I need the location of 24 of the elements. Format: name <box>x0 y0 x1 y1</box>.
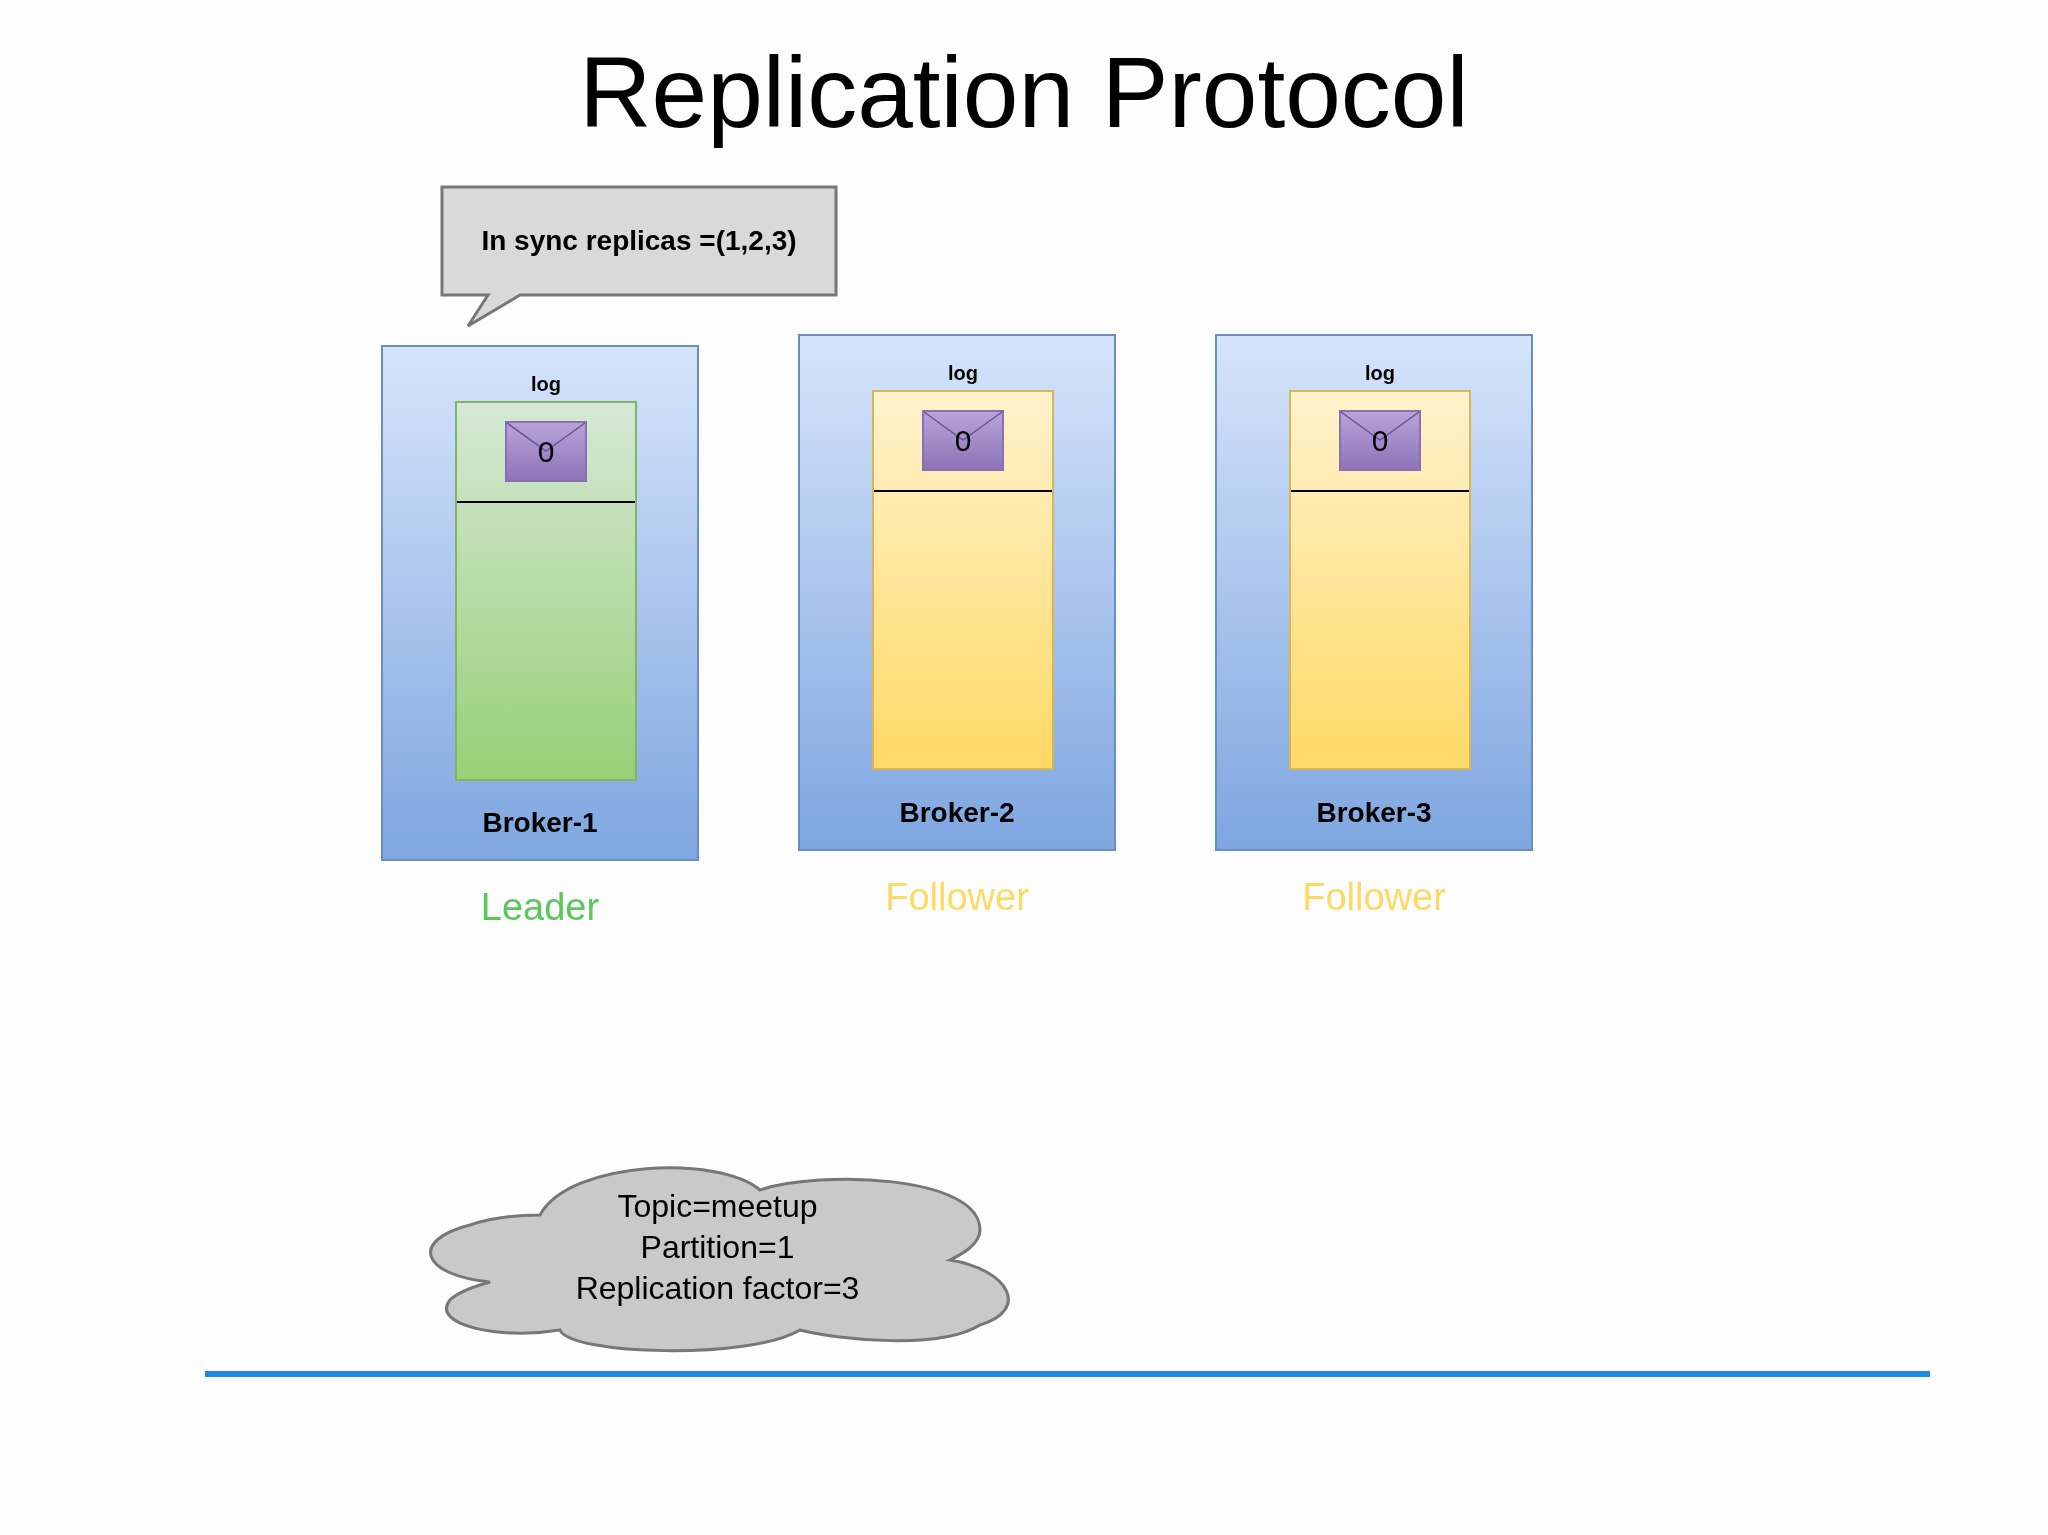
offset-number: 0 <box>1370 424 1390 458</box>
broker-name: Broker-2 <box>898 797 1016 829</box>
speech-bubble <box>440 185 838 328</box>
offset-number: 0 <box>953 424 973 458</box>
offset-number: 0 <box>536 435 556 469</box>
broker-box <box>1215 334 1533 851</box>
cloud-text: Replication factor=3 <box>574 1270 861 1307</box>
message-envelope <box>505 421 587 482</box>
log-label: log <box>1364 362 1396 385</box>
role-label: Follower <box>1301 876 1447 919</box>
broker-name: Broker-1 <box>481 807 599 839</box>
broker-box <box>798 334 1116 851</box>
broker-name: Broker-3 <box>1315 797 1433 829</box>
title: Replication Protocol <box>578 35 1470 150</box>
cloud-text: Topic=meetup <box>616 1188 819 1225</box>
callout-text: In sync replicas =(1,2,3) <box>480 225 798 257</box>
role-label: Follower <box>884 876 1030 919</box>
message-envelope <box>922 410 1004 471</box>
cloud-text: Partition=1 <box>639 1229 796 1266</box>
message-envelope <box>1339 410 1421 471</box>
log-label: log <box>947 362 979 385</box>
broker-box <box>381 345 699 861</box>
log-label: log <box>530 373 562 396</box>
role-label: Leader <box>479 886 601 929</box>
